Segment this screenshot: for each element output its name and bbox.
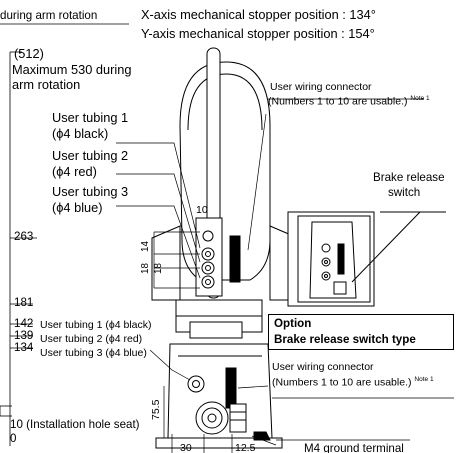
option-title: Option	[274, 317, 312, 330]
robot-base	[155, 343, 283, 449]
brake-switch-inset	[287, 211, 446, 307]
tubing1-lower: User tubing 1 (ϕ4 black)	[40, 319, 152, 331]
option-subtitle: Brake release switch type	[274, 333, 416, 346]
robot-joint	[175, 299, 263, 339]
option-box	[268, 314, 454, 350]
tubing3-line2: (ϕ4 blue)	[52, 200, 103, 215]
top-note: during arm rotation	[0, 9, 98, 22]
brake-release-line2: switch	[388, 186, 421, 199]
dim-14: 14	[140, 241, 151, 252]
connector-dimensions	[153, 231, 233, 453]
tubing2-lower: User tubing 2 (ϕ4 red)	[40, 333, 143, 345]
dim-10-installation: 10 (Installation hole seat)	[10, 418, 140, 431]
max-530-line1: Maximum 530 during	[12, 62, 132, 77]
dim-10-small: 10	[196, 204, 208, 216]
wiring-bottom-line1: User wiring connector	[272, 361, 374, 373]
leader-lines	[116, 98, 454, 446]
dim-0: 0	[10, 432, 17, 445]
dim-134: 134	[14, 341, 34, 354]
dim-139: 139	[14, 329, 34, 342]
tubing3-lower: User tubing 3 (ϕ4 blue)	[40, 347, 147, 359]
tubing2-line2: (ϕ4 red)	[52, 164, 97, 179]
dim-12-5: 12.5	[235, 442, 256, 453]
wiring-bottom-line2: (Numbers 1 to 10 are usable.) Note 1	[272, 376, 434, 389]
brake-release-line1: Brake release	[373, 171, 445, 184]
wiring-top-line1: User wiring connector	[270, 81, 372, 93]
y-axis-stopper-text: Y-axis mechanical stopper position : 154…	[141, 26, 375, 41]
m4-ground-terminal: M4 ground terminal	[304, 442, 404, 453]
max-530-line2: arm rotation	[12, 77, 81, 92]
dim-181: 181	[14, 296, 34, 309]
tubing3-line1: User tubing 3	[52, 184, 129, 199]
tubing1-line1: User tubing 1	[52, 110, 129, 125]
wiring-top-line2: (Numbers 1 to 10 are usable.) Note 1	[268, 95, 430, 108]
tubing2-line1: User tubing 2	[52, 148, 129, 163]
x-axis-stopper-text: X-axis mechanical stopper position : 134…	[141, 7, 376, 22]
tubing1-line2: (ϕ4 black)	[52, 126, 109, 141]
dim-18-a: 18	[140, 263, 151, 274]
dim-18-b: 18	[153, 263, 164, 274]
tubing-connectors	[195, 217, 241, 297]
dim-263: 263	[14, 230, 34, 243]
dim-512: (512)	[14, 46, 44, 61]
dim-75-5: 75.5	[150, 399, 162, 420]
dim-142: 142	[14, 317, 34, 330]
dim-30: 30	[180, 442, 192, 453]
